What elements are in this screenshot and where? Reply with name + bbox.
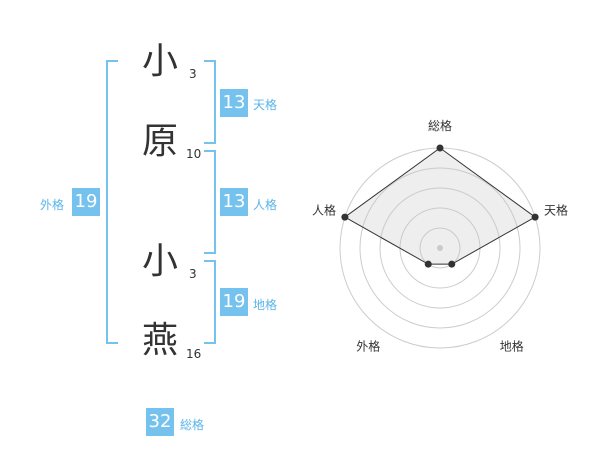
radar-axis-label-1: 総格: [428, 118, 452, 133]
name-char-4: 燕: [142, 320, 179, 361]
radar-ring: [379, 187, 501, 309]
radar-point-2: [531, 213, 539, 221]
chikaku-value: 19: [220, 288, 248, 316]
radar-rings: [339, 147, 541, 349]
radar-axis-label-4: 外格: [356, 339, 380, 354]
radar-point-3: [448, 260, 456, 268]
radar-center-dot: [437, 245, 443, 251]
radar-ring: [419, 227, 461, 269]
name-char-3: 小: [142, 241, 179, 282]
name-char-2: 原: [142, 121, 179, 162]
tenkaku-bracket: [204, 60, 216, 144]
chikaku-bracket: [204, 260, 216, 344]
stroke-count-2: 10: [186, 147, 202, 161]
gaikaku-bracket: [106, 60, 118, 344]
radar-axis-label-5: 人格: [312, 202, 336, 217]
radar-point-4: [424, 260, 432, 268]
radar-ring: [359, 167, 521, 329]
jinkaku-label: 人格: [253, 198, 278, 212]
gaikaku-label: 外格: [40, 198, 65, 212]
radar-axis-label-2: 天格: [544, 202, 568, 217]
soukaku-value: 32: [146, 408, 174, 436]
jinkaku-bracket: [204, 150, 216, 254]
jinkaku-value: 13: [220, 188, 248, 216]
radar-points: [341, 144, 539, 268]
stroke-count-1: 3: [189, 67, 197, 81]
soukaku-label: 総格: [180, 418, 205, 432]
stroke-count-4: 16: [186, 347, 202, 361]
tenkaku-label: 天格: [253, 98, 278, 112]
radar-point-1: [436, 144, 444, 152]
radar-point-5: [341, 213, 349, 221]
radar-axis-label-3: 地格: [500, 339, 524, 354]
chikaku-label: 地格: [253, 298, 278, 312]
radar-shape: [343, 147, 537, 265]
radar-polygon: [343, 147, 537, 265]
gaikaku-value: 19: [72, 188, 100, 216]
stroke-count-3: 3: [189, 267, 197, 281]
tenkaku-value: 13: [220, 89, 248, 117]
name-char-1: 小: [142, 41, 179, 82]
